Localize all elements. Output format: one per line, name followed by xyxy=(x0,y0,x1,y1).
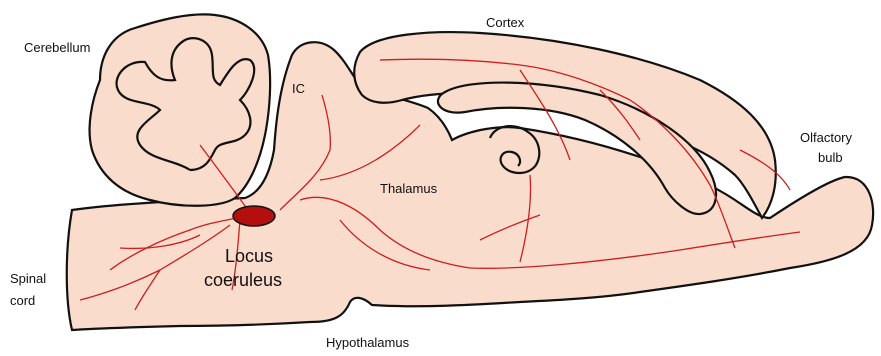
label-spinal-2: cord xyxy=(10,293,35,308)
label-cerebellum: Cerebellum xyxy=(24,40,90,55)
label-ic: IC xyxy=(292,81,305,96)
label-olfactory-2: bulb xyxy=(818,150,843,165)
label-locus-1: Locus xyxy=(225,246,273,266)
label-hypothalamus: Hypothalamus xyxy=(326,335,410,350)
locus-coeruleus-marker xyxy=(233,206,275,226)
label-thalamus: Thalamus xyxy=(380,181,438,196)
label-olfactory-1: Olfactory xyxy=(800,130,853,145)
label-spinal-1: Spinal xyxy=(10,271,46,286)
label-cortex: Cortex xyxy=(486,15,525,30)
label-locus-2: coeruleus xyxy=(204,270,282,290)
